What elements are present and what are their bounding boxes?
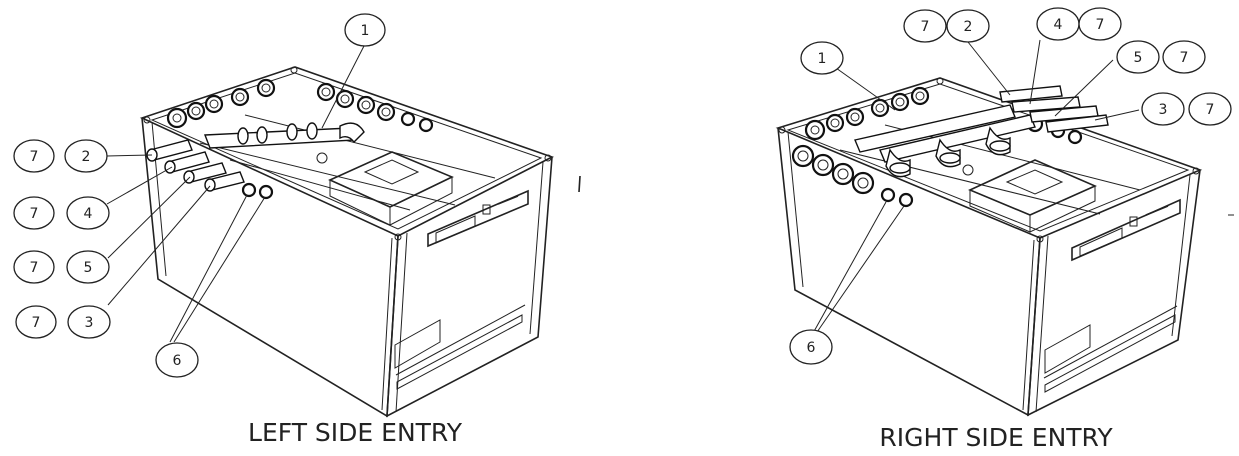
svg-text:7: 7 xyxy=(30,260,39,276)
right-leader-lines xyxy=(811,39,1140,336)
svg-text:7: 7 xyxy=(32,315,41,331)
svg-text:7: 7 xyxy=(1096,17,1105,33)
callout-bubble: 2 xyxy=(64,139,108,173)
callout-bubble: 1 xyxy=(344,13,386,47)
svg-text:3: 3 xyxy=(1159,102,1168,118)
callout-bubble: 7 xyxy=(15,305,57,339)
callout-bubble: 2 xyxy=(946,9,990,43)
svg-text:3: 3 xyxy=(85,315,94,331)
callout-bubble: 7 xyxy=(13,139,55,173)
callout-bubble: 5 xyxy=(66,250,110,284)
svg-text:5: 5 xyxy=(1134,50,1143,66)
callout-bubble: 7 xyxy=(1188,92,1232,126)
callout-bubble: 4 xyxy=(1036,7,1080,41)
callout-bubble: 7 xyxy=(903,9,947,43)
svg-text:7: 7 xyxy=(30,149,39,165)
svg-text:6: 6 xyxy=(807,340,816,356)
left-side-entry-figure: 1 7 2 7 4 7 5 xyxy=(13,13,555,447)
svg-text:7: 7 xyxy=(1206,102,1215,118)
svg-text:7: 7 xyxy=(921,19,930,35)
callout-bubble: 3 xyxy=(67,305,111,339)
left-leader-lines xyxy=(106,43,366,343)
svg-text:2: 2 xyxy=(82,149,91,165)
right-side-entry-figure: 7 2 4 7 1 5 7 xyxy=(775,7,1232,452)
callout-bubble: 5 xyxy=(1116,40,1160,74)
right-internal-pipes xyxy=(854,104,1036,178)
right-side-knockouts xyxy=(791,144,914,208)
left-cabinet xyxy=(139,66,555,418)
callout-bubble: 6 xyxy=(789,329,833,365)
right-cabinet xyxy=(775,77,1203,417)
right-callouts: 7 2 4 7 1 5 7 xyxy=(789,7,1232,365)
callout-bubble: 7 xyxy=(13,196,55,230)
left-callouts: 1 7 2 7 4 7 5 xyxy=(13,13,386,378)
svg-text:4: 4 xyxy=(84,206,93,222)
svg-text:1: 1 xyxy=(361,23,370,39)
svg-text:6: 6 xyxy=(173,353,182,369)
svg-text:5: 5 xyxy=(84,260,93,276)
left-internal-pipes xyxy=(203,122,365,149)
figure-caption: LEFT SIDE ENTRY xyxy=(248,418,463,447)
callout-bubble: 7 xyxy=(1162,40,1206,74)
callout-bubble: 4 xyxy=(66,196,110,230)
svg-text:1: 1 xyxy=(818,51,827,67)
callout-bubble: 1 xyxy=(800,41,844,75)
callout-bubble: 3 xyxy=(1141,92,1185,126)
svg-text:2: 2 xyxy=(964,19,973,35)
stray-mark xyxy=(578,175,581,193)
left-rear-knockouts xyxy=(166,78,434,133)
svg-text:4: 4 xyxy=(1054,17,1063,33)
svg-text:7: 7 xyxy=(1180,50,1189,66)
callout-bubble: 6 xyxy=(155,342,199,378)
callout-bubble: 7 xyxy=(13,250,55,284)
figure-caption: RIGHT SIDE ENTRY xyxy=(879,423,1113,452)
callout-bubble: 7 xyxy=(1078,7,1122,41)
svg-text:7: 7 xyxy=(30,206,39,222)
